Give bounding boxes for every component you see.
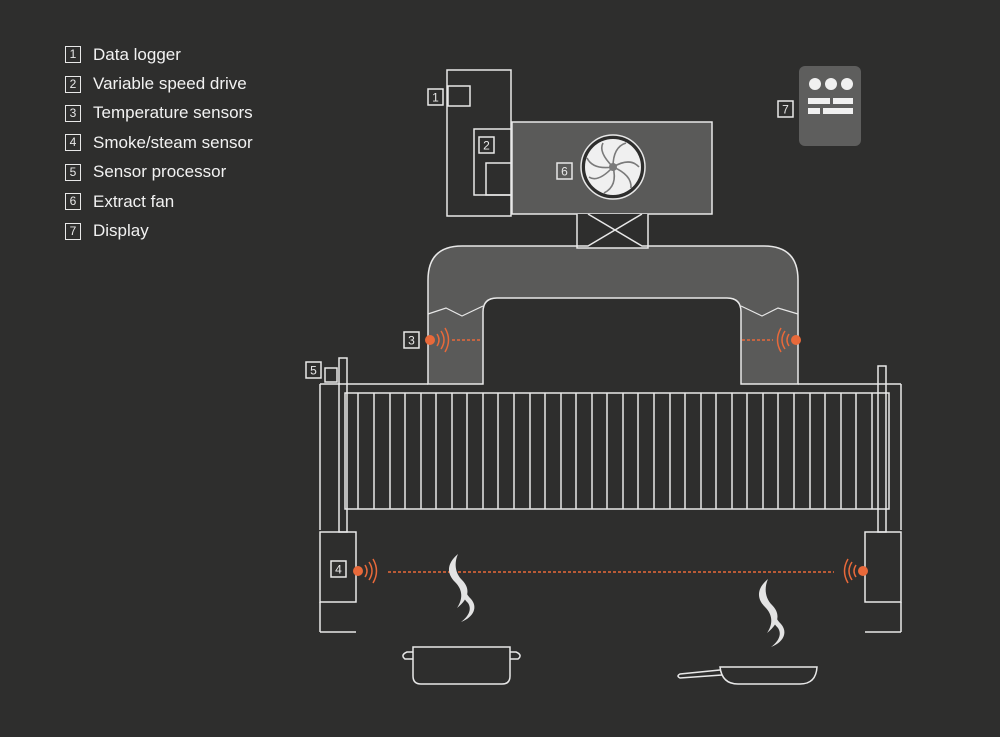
smoke-sensor-housing-right [864,531,902,603]
legend-item-temperature-sensors: 3 Temperature sensors [65,99,253,128]
legend-item-smoke-steam-sensor: 4 Smoke/steam sensor [65,128,253,157]
grease-filters [357,393,873,509]
badge-1-text: 1 [432,91,439,105]
legend-item-data-logger: 1 Data logger [65,40,253,69]
legend-item-extract-fan: 6 Extract fan [65,187,253,216]
legend-label: Extract fan [93,191,175,211]
legend-label: Temperature sensors [93,103,253,123]
badge-6 [556,162,573,180]
badge-5 [305,361,322,379]
legend-label: Sensor processor [93,162,227,182]
steam-icon-right [758,579,785,647]
frying-pan-icon [677,666,818,685]
badge-2 [478,136,495,154]
legend-number: 4 [65,134,81,152]
badge-3 [403,331,420,349]
legend-number: 7 [65,222,81,240]
legend-item-sensor-processor: 5 Sensor processor [65,158,253,187]
sensor-processor [324,367,338,383]
extract-fan-icon [580,134,646,200]
display-unit [799,66,861,146]
legend-label: Smoke/steam sensor [93,132,253,152]
legend-number: 2 [65,75,81,93]
badge-4 [330,560,347,578]
canopy-hood [427,245,799,385]
legend-item-display: 7 Display [65,216,253,245]
steam-icon-left [448,554,475,622]
badge-5-text: 5 [310,364,317,378]
pot-icon [402,646,521,685]
badge-7-text: 7 [782,103,789,117]
badge-3-text: 3 [408,334,415,348]
legend-number: 3 [65,104,81,122]
badge-1 [427,88,444,106]
badge-4-text: 4 [335,563,342,577]
legend-label: Variable speed drive [93,74,247,94]
legend-label: Display [93,221,149,241]
legend-item-variable-speed-drive: 2 Variable speed drive [65,69,253,98]
badge-6-text: 6 [561,165,568,179]
legend-number: 1 [65,46,81,64]
legend: 1 Data logger 2 Variable speed drive 3 T… [65,40,253,246]
temperature-sensor-right [742,327,801,353]
temperature-sensor-left [425,327,482,353]
badge-7 [777,100,794,118]
canopy-frame [319,357,902,633]
legend-number: 6 [65,193,81,211]
data-logger [447,85,471,107]
legend-number: 5 [65,163,81,181]
badge-2-text: 2 [483,139,490,153]
smoke-steam-sensor-beam [353,558,868,584]
legend-label: Data logger [93,44,181,64]
